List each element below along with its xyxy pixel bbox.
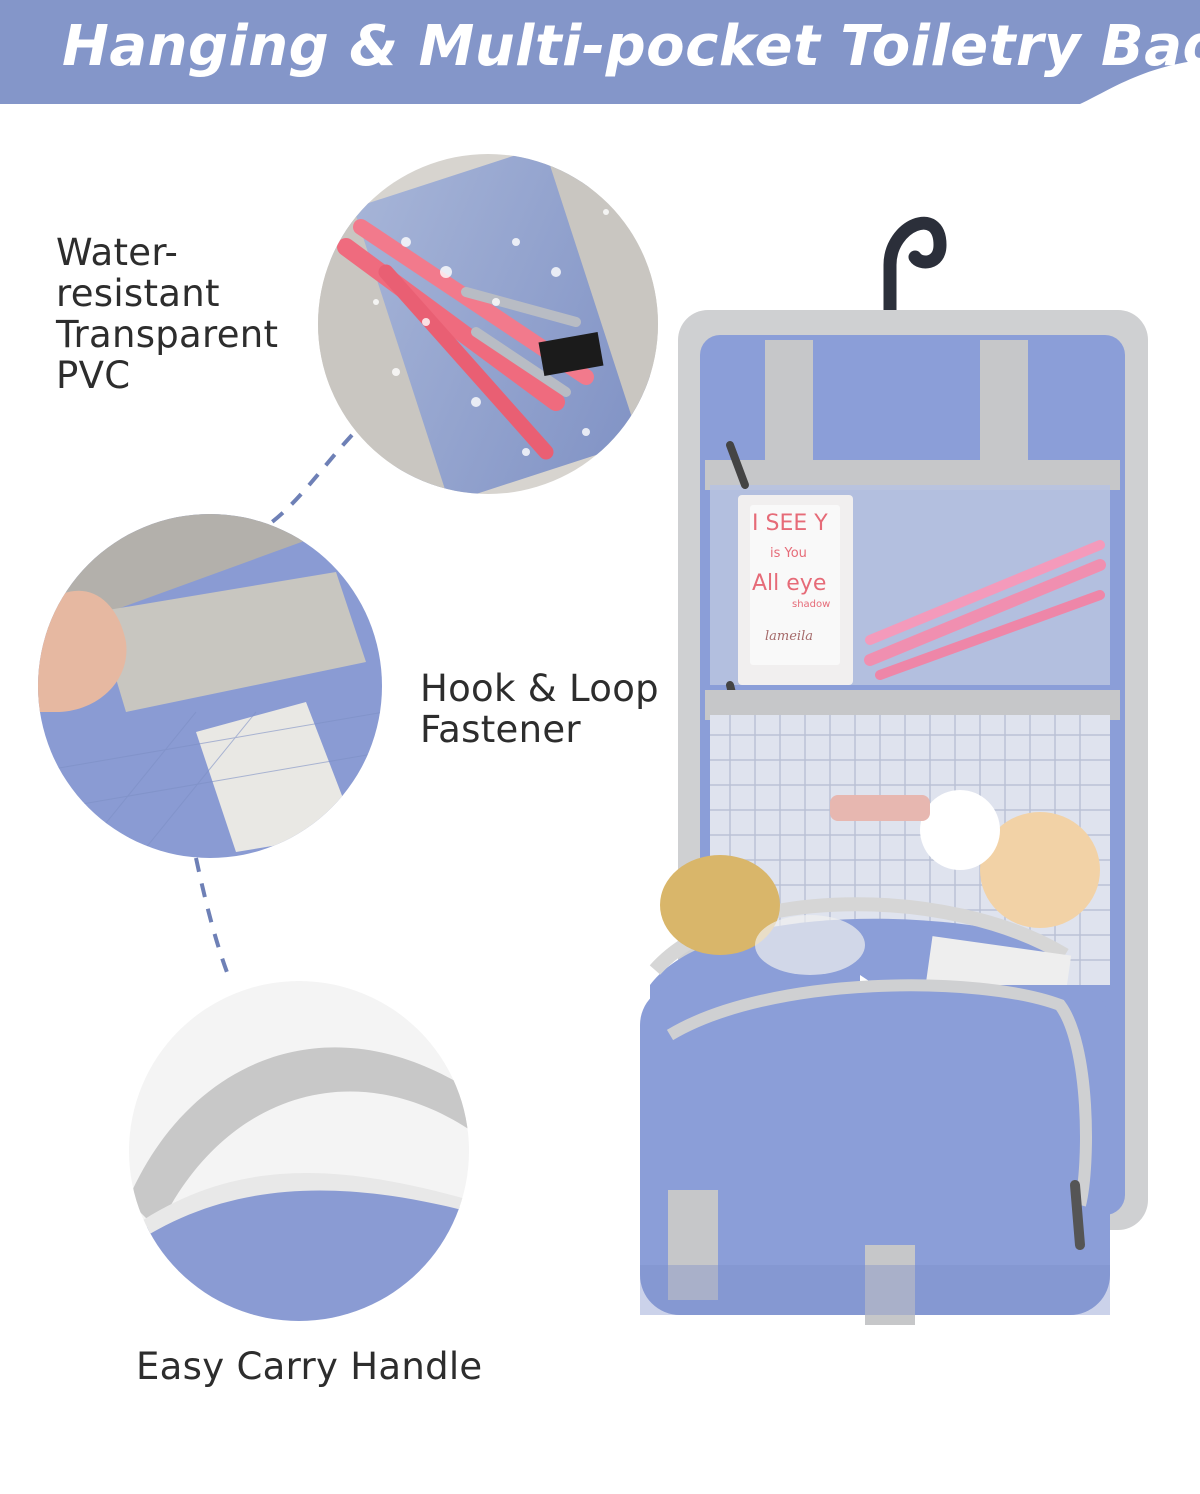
pvc-line-1: Water- (56, 231, 179, 274)
velcro-line-1: Hook & Loop (420, 667, 659, 710)
compact-line-2: is You (770, 546, 807, 561)
title-banner: Hanging & Multi-pocket Toiletry Bag (0, 0, 1200, 104)
hanging-toiletry-bag: I SEE Y is You All eye shadow lameila (640, 216, 1148, 1325)
feature-label-velcro: Hook & Loop Fastener (420, 668, 659, 750)
hook-icon (883, 216, 947, 332)
velcro-detail-icon (38, 514, 382, 858)
velcro-line-2: Fastener (420, 708, 581, 751)
handle-detail-icon (129, 981, 469, 1321)
feature-label-handle: Easy Carry Handle (136, 1346, 483, 1387)
page-title: Hanging & Multi-pocket Toiletry Bag (62, 14, 1200, 79)
compact-line-1: I SEE Y (752, 511, 828, 536)
compact-line-4: shadow (792, 599, 830, 610)
banner-shape (0, 0, 1200, 104)
pvc-line-4: PVC (56, 354, 131, 397)
pvc-line-2: resistant (56, 272, 220, 315)
feature-label-pvc: Water- resistant Transparent PVC (56, 232, 278, 396)
compact-brand: lameila (765, 629, 813, 644)
handle-line-1: Easy Carry Handle (136, 1345, 483, 1388)
compact-line-3: All eye (752, 571, 826, 596)
pvc-detail-icon (318, 154, 658, 494)
pvc-line-3: Transparent (56, 313, 279, 356)
